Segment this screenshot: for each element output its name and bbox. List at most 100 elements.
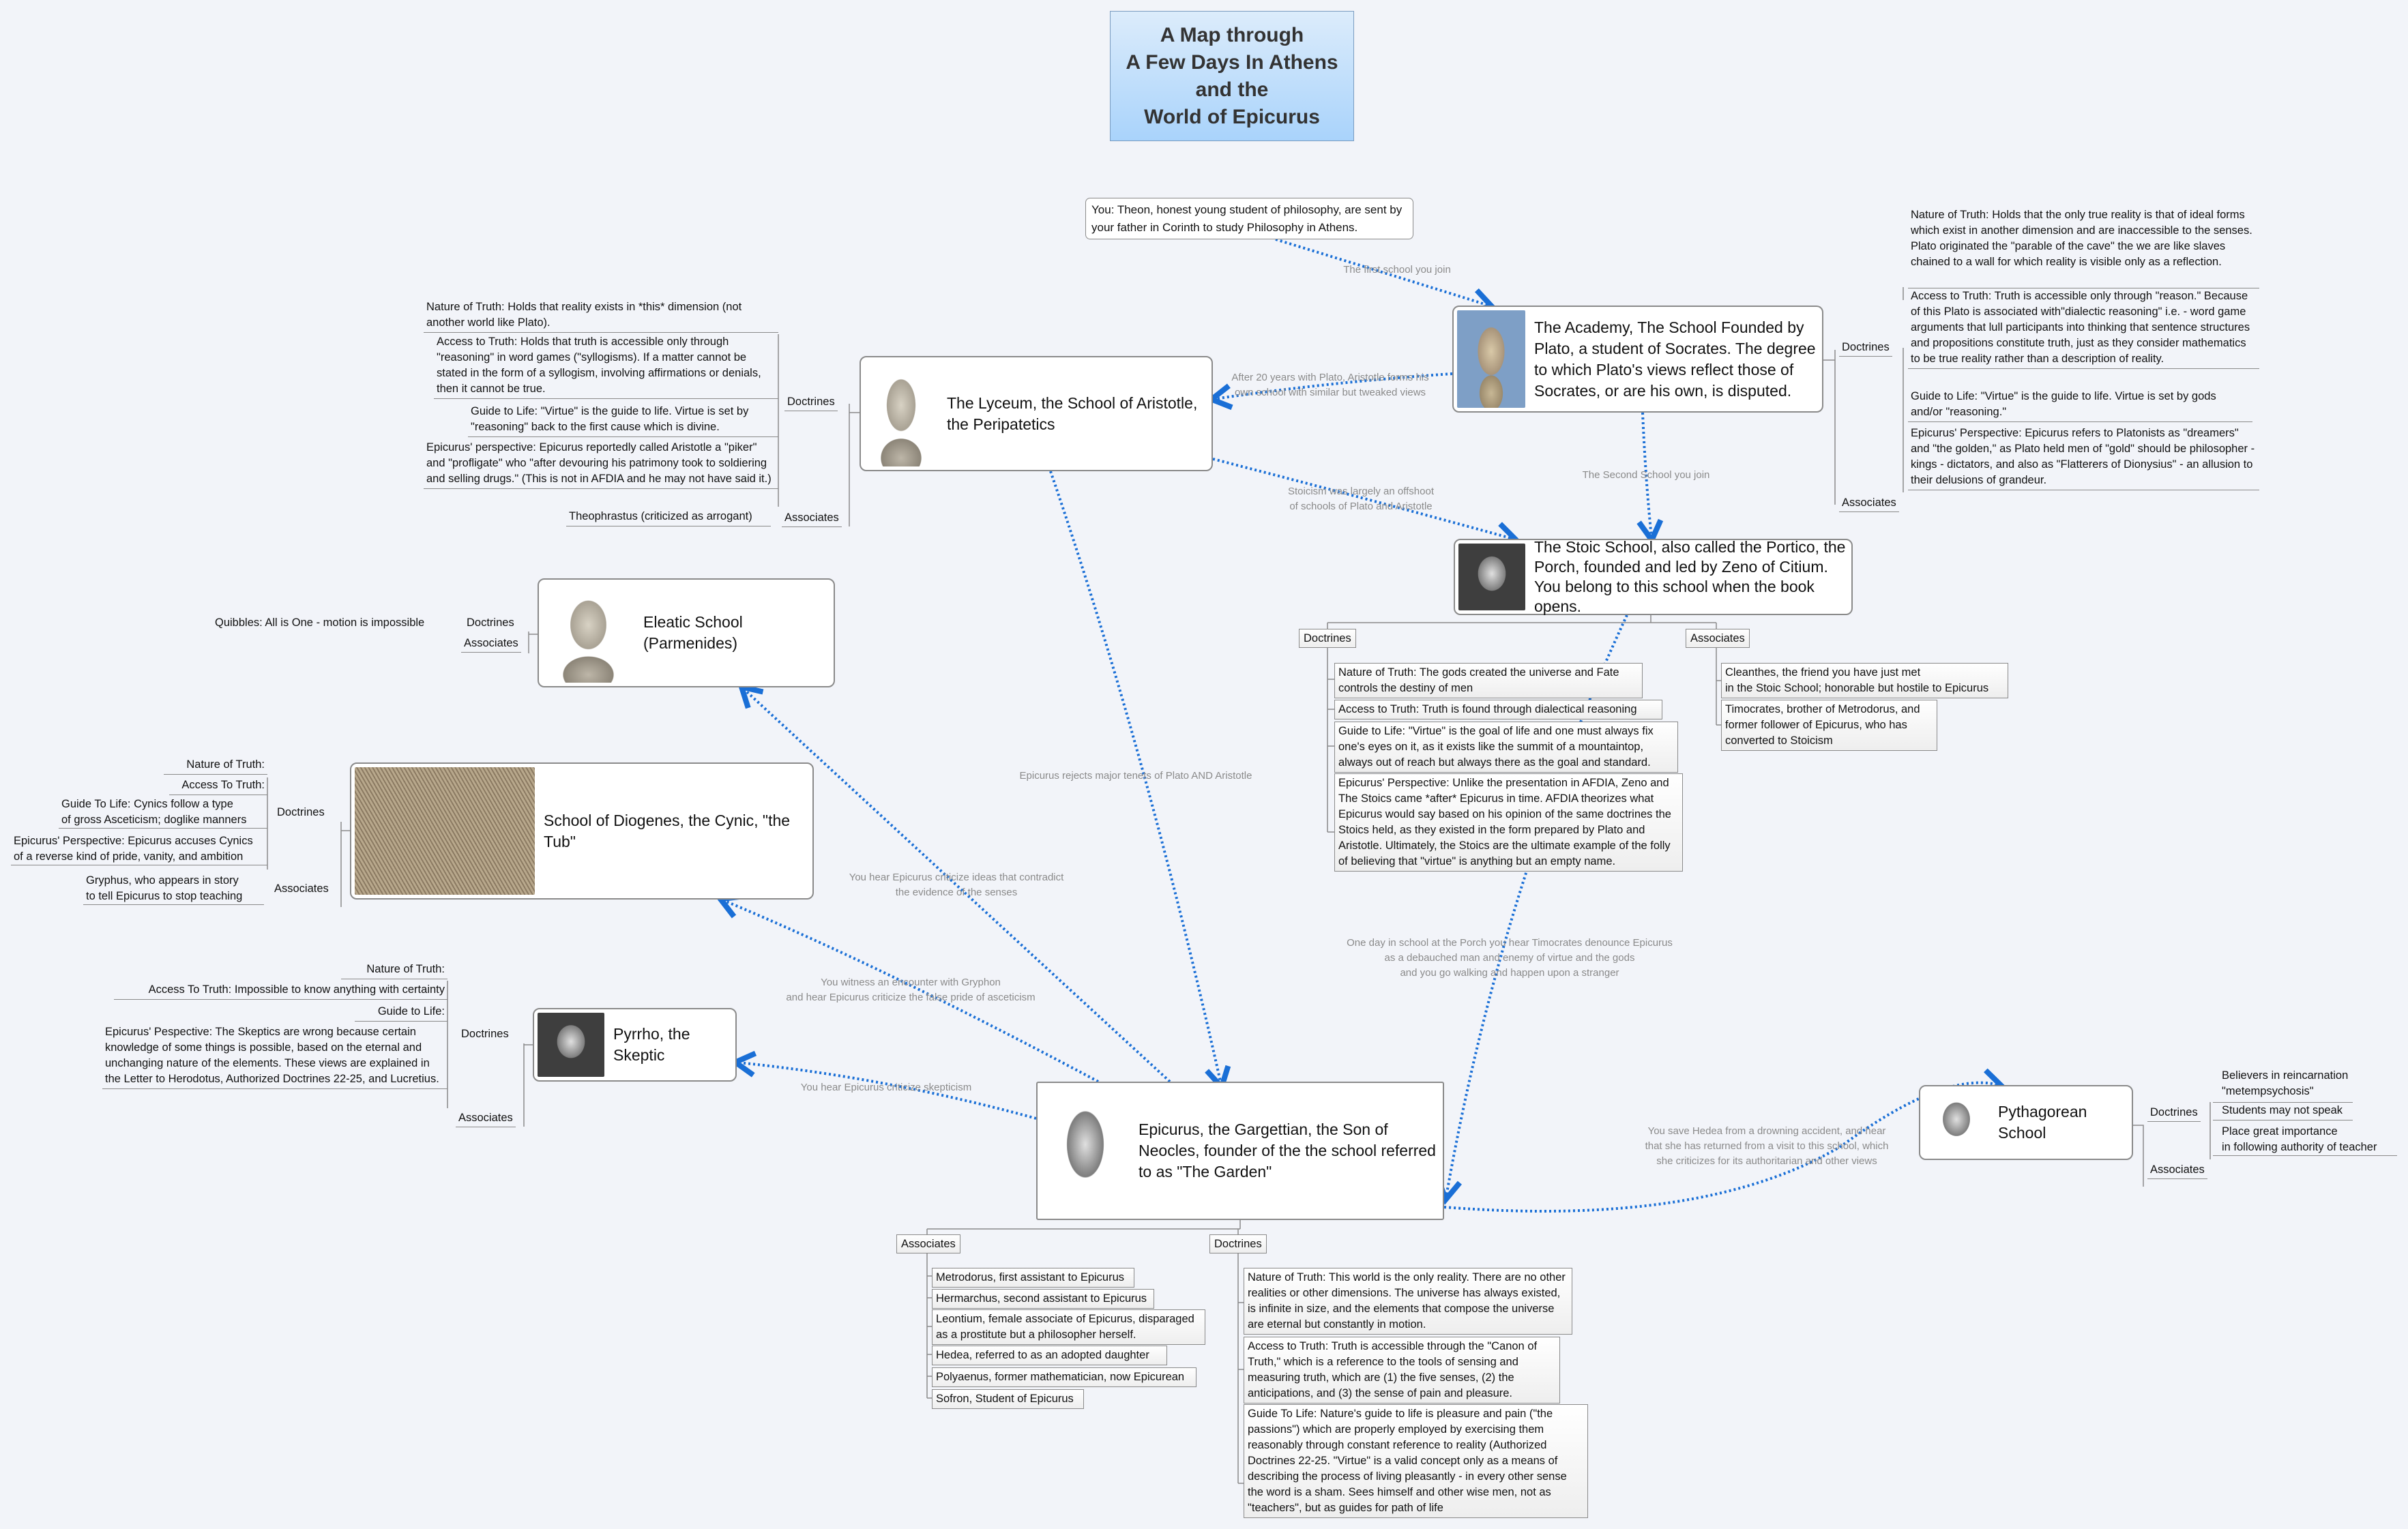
- diogenes-doctrine-item: Guide To Life: Cynics follow a type of g…: [59, 797, 267, 829]
- epicurus-associate-item: Metrodorus, first assistant to Epicurus: [932, 1268, 1134, 1288]
- diogenes-doctrine-item: Access To Truth:: [169, 777, 267, 795]
- epicurus-associate-item: Hermarchus, second assistant to Epicurus: [932, 1289, 1154, 1309]
- connector-label: Stoicism was largely an offshoot of scho…: [1288, 486, 1434, 512]
- pythagorean-doctrine-item: Place great importance in following auth…: [2213, 1124, 2397, 1156]
- epicurus-doctrine-item: Access to Truth: Truth is accessible thr…: [1244, 1337, 1560, 1404]
- connector-intro-academy: [1275, 238, 1489, 306]
- epicurus-doctrine-item: Guide To Life: Nature's guide to life is…: [1244, 1404, 1588, 1518]
- eleatic-doctrines-label[interactable]: Doctrines: [467, 617, 514, 629]
- pyrrho-associates-label[interactable]: Associates: [456, 1110, 516, 1127]
- connector-label: The Second School you join: [1582, 469, 1710, 481]
- pyrrho-portrait: [538, 1013, 604, 1077]
- epicurus-node[interactable]: Epicurus, the Gargettian, the Son of Neo…: [1036, 1082, 1444, 1220]
- title-line: A Few Days In Athens: [1126, 50, 1338, 74]
- node-title: Epicurus, the Gargettian, the Son of Neo…: [1139, 1120, 1436, 1181]
- aristotle-portrait: [864, 361, 938, 466]
- stoic-associates-label[interactable]: Associates: [1686, 629, 1750, 648]
- connector-label: One day in school at the Porch you hear …: [1347, 937, 1673, 979]
- node-title: The Academy, The School Founded by Plato…: [1534, 318, 1816, 400]
- connector-label: After 20 years with Plato, Aristotle for…: [1231, 372, 1429, 398]
- connector-epicurus-eleatic: [744, 689, 1171, 1083]
- node-title: The Lyceum, the School of Aristotle, the…: [947, 394, 1198, 433]
- academy-doctrines-label[interactable]: Doctrines: [1839, 340, 1892, 357]
- stoic-doctrine-item: Epicurus' Perspective: Unlike the presen…: [1334, 773, 1683, 872]
- connector-lyceum-stoic: [1212, 458, 1513, 539]
- node-title: Pythagorean School: [1998, 1103, 2087, 1142]
- zeno-portrait: [1458, 544, 1525, 610]
- parmenides-portrait: [542, 583, 634, 683]
- pythagorean-node[interactable]: Pythagorean School: [1919, 1085, 2133, 1160]
- diogenes-associate-item: Gryphus, who appears in story to tell Ep…: [83, 873, 264, 905]
- stoic-doctrine-item: Guide to Life: "Virtue" is the goal of l…: [1334, 722, 1678, 773]
- lyceum-associate-item: Theophrastus (criticized as arrogant): [566, 509, 771, 526]
- epicurus-associate-item: Leontium, female associate of Epicurus, …: [932, 1309, 1205, 1345]
- pythagorean-associates-label[interactable]: Associates: [2147, 1162, 2207, 1179]
- eleatic-associates-label[interactable]: Associates: [461, 636, 521, 653]
- node-title: School of Diogenes, the Cynic, "the Tub": [544, 811, 791, 850]
- academy-doctrine-item: Nature of Truth: Holds that the only tru…: [1911, 209, 2252, 268]
- epicurus-portrait: [1041, 1086, 1130, 1215]
- pythagorean-doctrine-item: Believers in reincarnation "metempsychos…: [2222, 1069, 2349, 1097]
- diogenes-doctrine-item: Epicurus' Perspective: Epicurus accuses …: [11, 833, 267, 865]
- lyceum-doctrines-label[interactable]: Doctrines: [784, 394, 838, 411]
- academy-doctrine-item: Epicurus' Perspective: Epicurus refers t…: [1908, 426, 2259, 490]
- pyrrho-doctrine-item: Guide to Life:: [355, 1004, 447, 1022]
- stoic-doctrine-item: Nature of Truth: The gods created the un…: [1334, 663, 1643, 698]
- node-title: The Stoic School, also called the Portic…: [1534, 538, 1846, 615]
- title-line: A Map through: [1160, 23, 1304, 46]
- lyceum-node[interactable]: The Lyceum, the School of Aristotle, the…: [860, 356, 1213, 471]
- pyrrho-doctrine-item: Nature of Truth:: [341, 962, 447, 979]
- epicurus-associate-item: Hedea, referred to as an adopted daughte…: [932, 1346, 1167, 1365]
- epicurus-associate-item: Sofron, Student of Epicurus: [932, 1389, 1084, 1409]
- stoic-doctrine-item: Access to Truth: Truth is found through …: [1334, 700, 1662, 719]
- connector-academy-stoic: [1643, 412, 1651, 537]
- diogenes-doctrines-label[interactable]: Doctrines: [277, 806, 325, 818]
- pythagorean-doctrine-item: Students may not speak: [2213, 1102, 2353, 1120]
- epicurus-associate-item: Polyaenus, former mathematician, now Epi…: [932, 1367, 1196, 1387]
- diogenes-engraving: [355, 767, 535, 895]
- academy-doctrine-item: Access to Truth: Truth is accessible onl…: [1908, 288, 2259, 369]
- pythagorean-doctrines-label[interactable]: Doctrines: [2147, 1105, 2201, 1122]
- eleatic-node[interactable]: Eleatic School (Parmenides): [538, 578, 835, 687]
- stoic-associate-item: Cleanthes, the friend you have just met …: [1721, 663, 2008, 698]
- stoic-node[interactable]: The Stoic School, also called the Portic…: [1454, 538, 1853, 615]
- epicurus-doctrines-label[interactable]: Doctrines: [1209, 1234, 1267, 1253]
- stoic-doctrines-label[interactable]: Doctrines: [1299, 629, 1356, 648]
- academy-doctrine-item: Guide to Life: "Virtue" is the guide to …: [1908, 389, 2252, 422]
- academy-node[interactable]: The Academy, The School Founded by Plato…: [1452, 306, 1823, 413]
- lyceum-doctrine-item: Access to Truth: Holds that truth is acc…: [434, 334, 778, 399]
- pyrrho-doctrine-item: Epicurus' Pespective: The Skeptics are w…: [102, 1024, 447, 1089]
- lyceum-associates-label[interactable]: Associates: [782, 510, 842, 527]
- diogenes-node[interactable]: School of Diogenes, the Cynic, "the Tub": [350, 762, 814, 900]
- connector-label: You witness an encounter with Gryphon an…: [786, 977, 1036, 1003]
- node-title: Eleatic School (Parmenides): [643, 613, 743, 652]
- plato-portrait: [1457, 310, 1525, 408]
- connector-label: Epicurus rejects major tenets of Plato A…: [1019, 770, 1252, 782]
- lyceum-doctrine-item: Epicurus' perspective: Epicurus reported…: [424, 440, 778, 489]
- stoic-associate-item: Timocrates, brother of Metrodorus, and f…: [1721, 700, 1937, 751]
- academy-associates-label[interactable]: Associates: [1839, 495, 1899, 512]
- title-line: World of Epicurus: [1144, 105, 1320, 128]
- diogenes-associates-label[interactable]: Associates: [274, 882, 329, 895]
- intro-node[interactable]: You: Theon, honest young student of phil…: [1085, 198, 1413, 239]
- connector-label: The first school you join: [1343, 264, 1451, 276]
- connector-epicurus-pyrrho: [738, 1063, 1037, 1120]
- epicurus-associates-label[interactable]: Associates: [896, 1234, 960, 1253]
- connector-label: You hear Epicurus criticize skepticism: [800, 1082, 972, 1093]
- map-title[interactable]: A Map through A Few Days In Athens and t…: [1110, 11, 1354, 141]
- epicurus-doctrine-item: Nature of Truth: This world is the only …: [1244, 1268, 1572, 1335]
- lyceum-doctrine-item: Nature of Truth: Holds that reality exis…: [424, 299, 778, 333]
- connector-lyceum-epicurus: [1049, 471, 1221, 1084]
- connector-academy-lyceum: [1214, 372, 1453, 399]
- node-title: Pyrrho, the Skeptic: [613, 1025, 690, 1064]
- lyceum-doctrine-item: Guide to Life: "Virtue" is the guide to …: [468, 404, 778, 437]
- pyrrho-doctrine-item: Access To Truth: Impossible to know anyt…: [114, 982, 447, 1000]
- pyrrho-node[interactable]: Pyrrho, the Skeptic: [533, 1008, 737, 1082]
- diogenes-doctrine-item: Nature of Truth:: [164, 757, 267, 775]
- eleatic-doctrine-item: Quibbles: All is One - motion is impossi…: [215, 617, 425, 629]
- title-line: and the: [1195, 78, 1269, 101]
- connector-label: You hear Epicurus criticize ideas that c…: [849, 872, 1064, 898]
- pyrrho-doctrines-label[interactable]: Doctrines: [461, 1028, 509, 1040]
- connector-label: You save Hedea from a drowning accident,…: [1645, 1125, 1889, 1167]
